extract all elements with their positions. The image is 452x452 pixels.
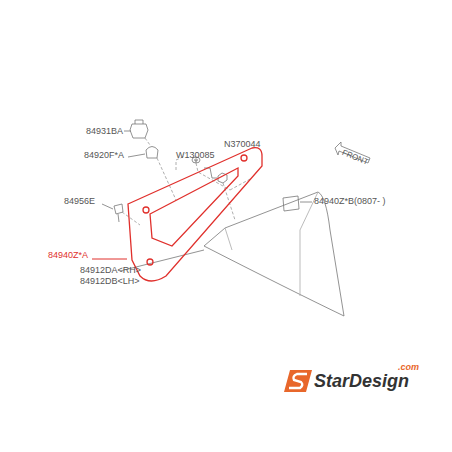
direction-label: FRONT [340, 148, 369, 168]
part-number: 84940Z*A [48, 250, 88, 261]
pad [283, 196, 299, 211]
bulb-socket [130, 124, 148, 138]
logo-icon [284, 370, 312, 392]
logo-text: .com [398, 362, 419, 373]
part-number: 84931BA [86, 126, 123, 137]
part-number: 84912DB<LH> [80, 276, 140, 287]
part-number: 84912DA<RH> [80, 265, 141, 276]
clip [114, 204, 123, 222]
part-number: 84920F*A [84, 150, 124, 161]
part-number: N370044 [224, 139, 261, 150]
part-number: W130085 [176, 150, 215, 161]
part-number: 84956E [64, 196, 95, 207]
bulb [146, 147, 158, 159]
tail-lamp [204, 192, 344, 316]
part-number: 84940Z*B(0807- ) [314, 196, 386, 207]
logo-text: StarDesign [314, 371, 409, 391]
lamp-gasket [128, 148, 262, 281]
